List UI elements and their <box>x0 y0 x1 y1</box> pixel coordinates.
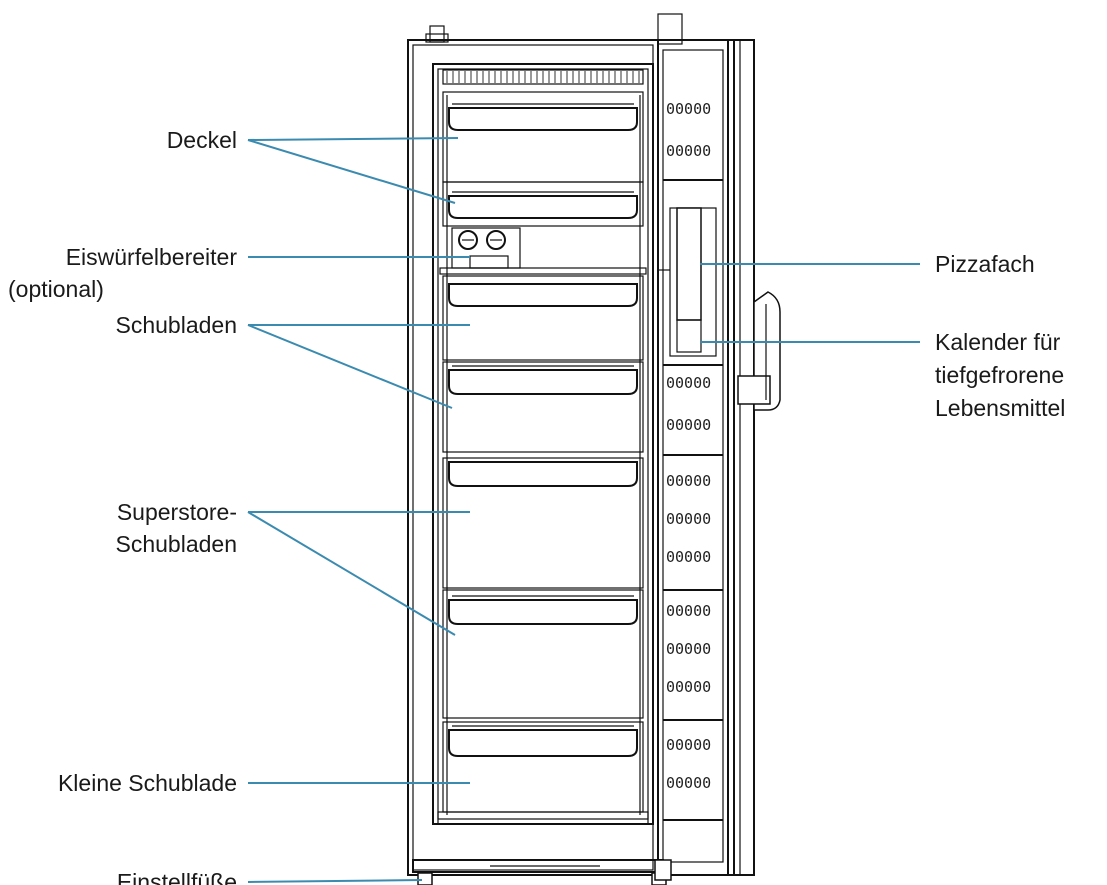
leader-deckel-1 <box>247 137 459 141</box>
drawer-lid-1 <box>442 91 644 183</box>
door-panel-text: 00000 <box>666 548 711 566</box>
drawers <box>442 91 644 813</box>
door-number-panels: 00000 00000 00000 00000 00000 00000 0000… <box>666 100 711 792</box>
door-panel-text: 00000 <box>666 678 711 696</box>
door-panel-text: 00000 <box>666 100 711 118</box>
label-superstore: Superstore- <box>117 499 237 525</box>
door-handle <box>737 291 781 411</box>
door-panel-text: 00000 <box>666 374 711 392</box>
door-panel-text: 00000 <box>666 640 711 658</box>
top-grille <box>442 69 644 85</box>
foot-left <box>417 872 433 885</box>
door-panel-text: 00000 <box>666 472 711 490</box>
freezer-door: 00000 00000 00000 00000 00000 00000 0000… <box>654 39 781 881</box>
label-kalender: Kalender für <box>935 329 1061 355</box>
label-kalender-lebensmittel: Lebensmittel <box>935 395 1065 421</box>
drawer-4 <box>442 361 644 453</box>
pizza-compartment <box>658 207 717 357</box>
door-panel-text: 00000 <box>666 736 711 754</box>
drawer-6 <box>442 589 644 719</box>
label-superstore-schubladen: Schubladen <box>116 531 238 557</box>
leader-einstell <box>247 879 423 883</box>
drawer-lid-2 <box>442 181 644 227</box>
drawer-5 <box>442 457 644 589</box>
door-panel-text: 00000 <box>666 416 711 434</box>
drawer-3 <box>442 275 644 361</box>
leader-lines <box>247 137 920 883</box>
label-einstellfuesse: Einstellfüße <box>117 869 237 885</box>
freezer-cabinet <box>407 13 683 885</box>
ice-maker <box>451 227 521 269</box>
callout-labels: Deckel Eiswürfelbereiter (optional) Schu… <box>8 127 1065 885</box>
door-panel-text: 00000 <box>666 774 711 792</box>
leader-deckel-2 <box>247 139 456 204</box>
label-eiswuerfelbereiter: Eiswürfelbereiter <box>66 244 238 270</box>
label-eiswuerfelbereiter-optional: (optional) <box>8 276 104 302</box>
label-schubladen: Schubladen <box>116 312 238 338</box>
leader-schubladen-2 <box>247 324 453 409</box>
label-deckel: Deckel <box>167 127 237 153</box>
drawer-small <box>442 721 644 813</box>
door-panel-text: 00000 <box>666 142 711 160</box>
door-panel-text: 00000 <box>666 510 711 528</box>
leader-superstore-2 <box>247 511 456 636</box>
label-kleine-schublade: Kleine Schublade <box>58 770 237 796</box>
door-panel-text: 00000 <box>666 602 711 620</box>
label-pizzafach: Pizzafach <box>935 251 1035 277</box>
label-kalender-tiefgefrorene: tiefgefrorene <box>935 362 1064 388</box>
